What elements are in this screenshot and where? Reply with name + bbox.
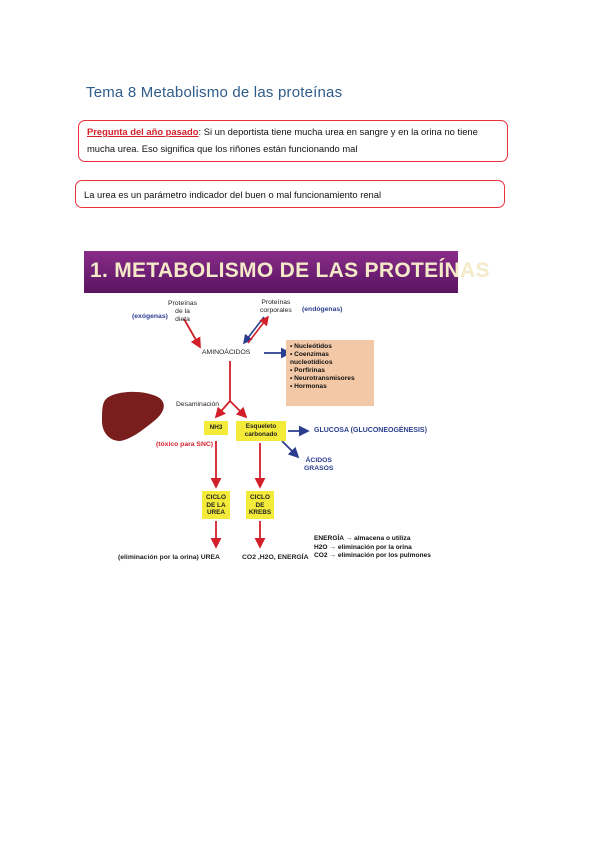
product-item: Coenzimas nucleotídicos — [290, 351, 370, 367]
krebs-cycle-box: CICLO DE KREBS — [246, 491, 274, 519]
products-list: Nucleótidos Coenzimas nucleotídicos Porf… — [286, 340, 374, 406]
urea-elimination-label: (eliminación por la orina) UREA — [118, 554, 220, 561]
diagram-arrows — [102, 315, 310, 549]
body-proteins-label: Proteínas corporales — [260, 299, 292, 315]
diagram-title: 1. METABOLISMO DE LAS PROTEÍNAS — [84, 251, 489, 293]
metabolism-diagram: 1. METABOLISMO DE LAS PROTEÍNAS — [84, 251, 489, 581]
h2o-note: H2O → eliminación por la orina — [314, 543, 412, 551]
urea-note-text: La urea es un parámetro indicador del bu… — [84, 189, 382, 200]
product-item: Hormonas — [290, 383, 370, 391]
liver-icon — [102, 391, 164, 441]
fatty-acids-label: ÁCIDOS GRASOS — [304, 457, 333, 473]
body-proteins-text: Proteínas corporales — [260, 299, 292, 314]
fatty-acids-text: ÁCIDOS GRASOS — [304, 457, 334, 472]
deamination-label: Desaminación — [176, 401, 220, 408]
urea-cycle-box: CICLO DE LA UREA — [202, 491, 230, 519]
question-text: : Si un deportista tiene mucha urea en s… — [87, 126, 478, 154]
dietary-proteins-label: Proteínas de la dieta — [168, 300, 197, 324]
energy-note: ENERGÍA → almacena o utiliza — [314, 535, 411, 542]
toxic-label: (tóxico para SNC) — [156, 441, 214, 448]
endogenous-label: (endógenas) — [302, 306, 343, 313]
co2-note: CO2 → eliminación por los pulmones — [314, 552, 431, 559]
urea-note: La urea es un parámetro indicador del bu… — [75, 180, 505, 208]
fate-notes: ENERGÍA → almacena o utiliza H2O → elimi… — [314, 535, 431, 561]
question-note: Pregunta del año pasado: Si un deportist… — [78, 120, 508, 162]
exogenous-label: (exógenas) — [132, 313, 168, 320]
amino-acids-label: AMINOÁCIDOS — [202, 349, 251, 356]
dietary-text: Proteínas de la dieta — [168, 300, 198, 323]
product-item: Neurotransmisores — [290, 375, 370, 383]
nh3-box: NH3 — [204, 421, 228, 435]
question-label: Pregunta del año pasado — [87, 126, 199, 137]
product-item: Porfirinas — [290, 367, 370, 375]
products-krebs-label: CO2 ,H2O, ENERGÍA — [242, 554, 309, 561]
glucose-label: GLUCOSA (GLUCONEOGÉNESIS) — [314, 427, 427, 434]
product-item: Nucleótidos — [290, 343, 370, 351]
page-title: Tema 8 Metabolismo de las proteínas — [86, 84, 343, 101]
skeleton-box: Esqueleto carbonado — [236, 421, 286, 441]
